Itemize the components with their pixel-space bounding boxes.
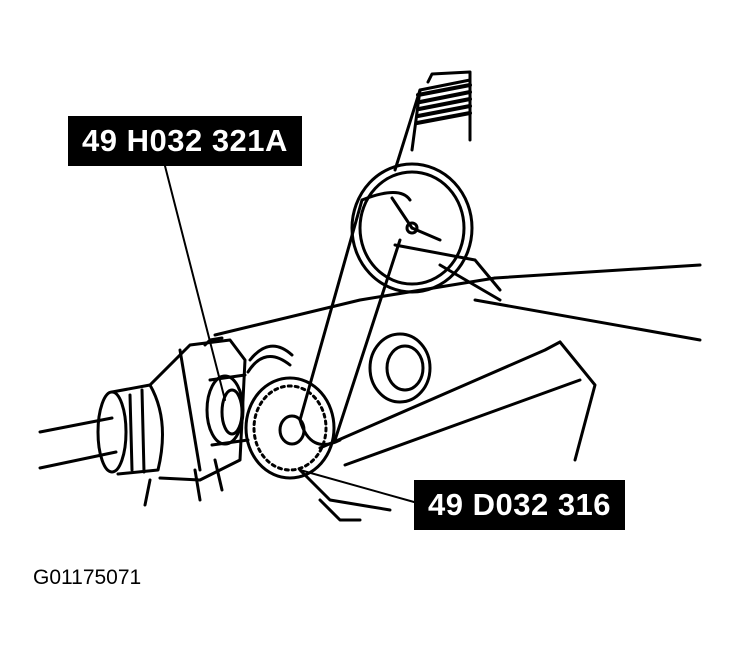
rack-end-collar [96, 383, 164, 476]
preload-adaptor [205, 373, 250, 447]
leader-lines [164, 165, 415, 503]
dial-gauge [350, 162, 474, 294]
wrench-handle [393, 70, 472, 172]
figure-id-label: G01175071 [33, 566, 142, 589]
rack-shaft [38, 416, 118, 470]
callout-upper-tool-number: 49 H032 321A [68, 116, 302, 166]
casing-housing [213, 243, 702, 522]
pinion-boss [246, 332, 432, 404]
torque-wrench [298, 191, 412, 446]
callout-lower-tool-number: 49 D032 316 [414, 480, 626, 530]
gear-housing [143, 336, 247, 507]
socket-wheel [244, 376, 336, 480]
